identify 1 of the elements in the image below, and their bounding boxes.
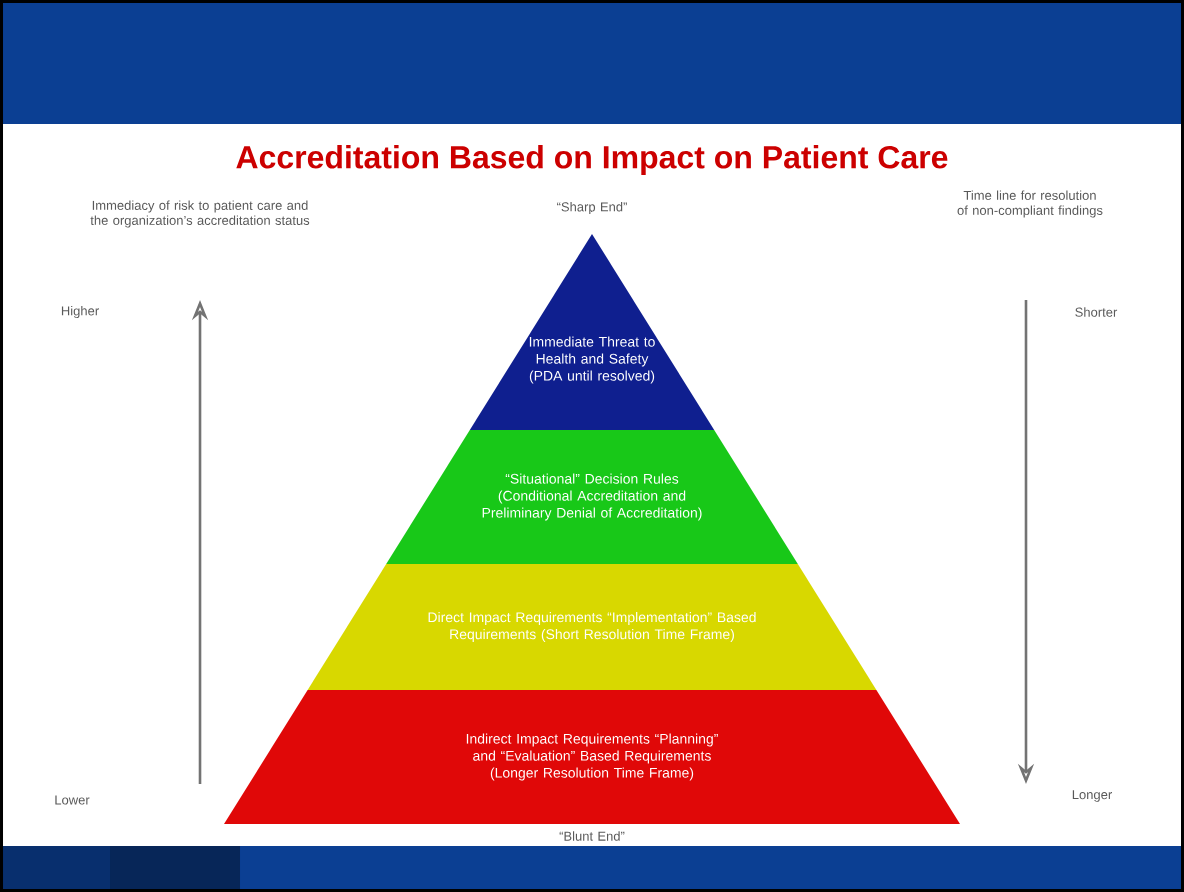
slide-title: Accreditation Based on Impact on Patient Care [236, 145, 948, 175]
